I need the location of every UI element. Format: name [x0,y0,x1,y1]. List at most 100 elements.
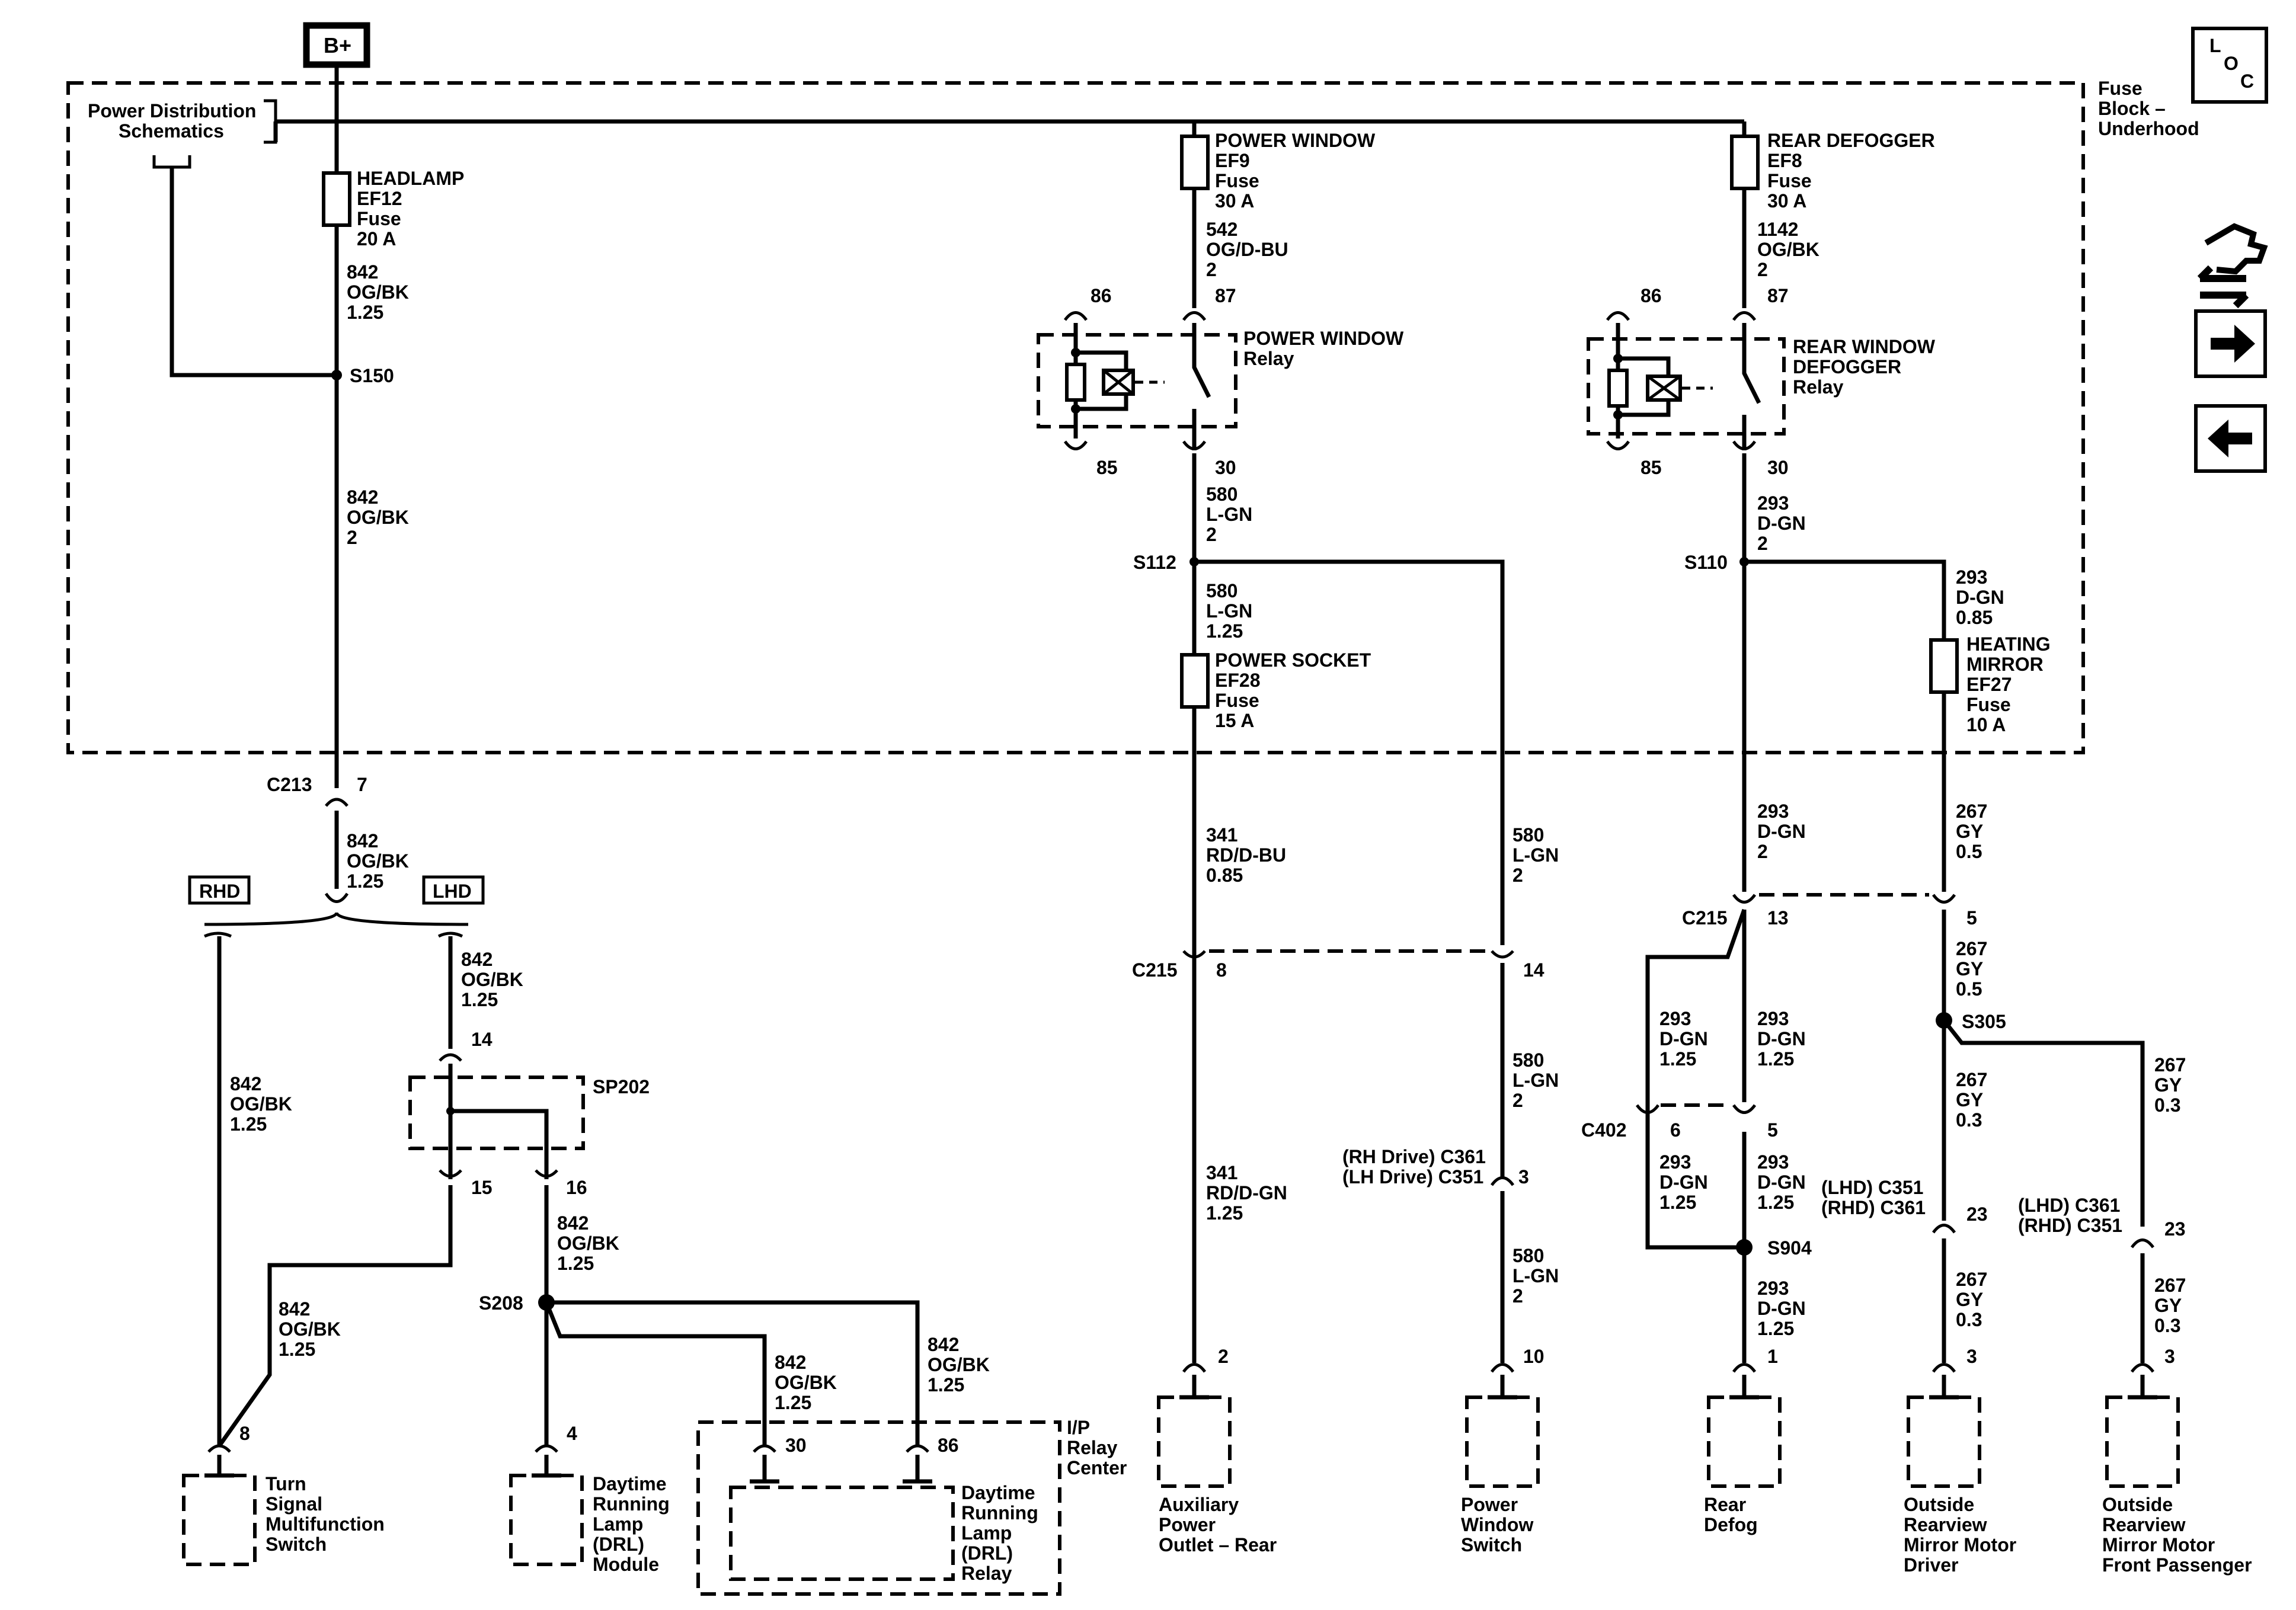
component-mirror-motor-driver: 3 Outside Rearview Mirror Motor Driver [1904,1346,2016,1576]
svg-text:542: 542 [1206,219,1237,240]
svg-text:D-GN: D-GN [1757,821,1806,842]
svg-text:D-GN: D-GN [1757,1172,1806,1193]
svg-text:1.25: 1.25 [928,1374,964,1395]
harness-lhd-tag: LHD [422,875,485,905]
svg-text:Driver: Driver [1904,1554,1959,1576]
svg-text:D-GN: D-GN [1757,1028,1806,1049]
svg-text:Fuse: Fuse [1215,690,1259,711]
svg-text:Window: Window [1461,1514,1533,1535]
svg-text:SP202: SP202 [593,1076,650,1097]
svg-text:Mirror Motor: Mirror Motor [1904,1534,2016,1555]
next-page-button[interactable] [2194,309,2267,378]
svg-text:3: 3 [2164,1346,2175,1367]
svg-text:15 A: 15 A [1215,710,1254,731]
svg-text:EF12: EF12 [357,188,402,209]
svg-text:C215: C215 [1132,959,1178,981]
svg-text:1.25: 1.25 [1757,1048,1794,1070]
svg-text:1.25: 1.25 [347,870,383,892]
svg-text:Signal: Signal [266,1493,322,1515]
svg-text:20 A: 20 A [357,228,396,249]
svg-text:2: 2 [1512,865,1523,886]
svg-text:4: 4 [567,1423,577,1444]
svg-text:86: 86 [1641,285,1662,306]
loc-button[interactable]: L O C [2191,27,2268,104]
svg-text:341: 341 [1206,1162,1237,1183]
svg-text:OG/BK: OG/BK [775,1372,837,1393]
svg-text:OG/BK: OG/BK [928,1354,990,1375]
svg-text:I/P: I/P [1067,1417,1090,1438]
svg-text:Power: Power [1159,1514,1216,1535]
svg-text:Auxiliary: Auxiliary [1159,1494,1239,1515]
loc-letter-c: C [2240,71,2254,92]
svg-text:L-GN: L-GN [1512,844,1559,866]
svg-text:EF28: EF28 [1215,670,1260,691]
svg-text:Switch: Switch [1461,1534,1522,1555]
fuse-block-label: Fuse Block – Underhood [2098,78,2199,139]
svg-text:D-GN: D-GN [1659,1172,1708,1193]
fuse-ef8-label: REAR DEFOGGER EF8 Fuse 30 A [1767,130,1935,212]
svg-text:86: 86 [938,1435,959,1456]
svg-text:D-GN: D-GN [1757,1298,1806,1319]
svg-text:293: 293 [1757,1278,1789,1299]
connector-pw-switch: (RH Drive) C361 (LH Drive) C351 3 [1342,1146,1529,1363]
previous-page-button[interactable] [2194,404,2267,473]
svg-text:0.5: 0.5 [1956,841,1982,862]
wire-293-label: 293 D-GN 1.25 [1757,1278,1806,1339]
svg-text:1.25: 1.25 [775,1392,811,1413]
svg-text:Fuse: Fuse [2098,78,2142,99]
svg-text:D-GN: D-GN [1659,1028,1708,1049]
svg-text:C402: C402 [1581,1119,1627,1141]
wire-267-label: 267 GY 0.3 [2154,1275,2186,1336]
wire-842-label: 842 OG/BK 2 [347,486,409,548]
svg-text:D-GN: D-GN [1956,587,2004,608]
svg-text:Daytime: Daytime [593,1473,667,1494]
svg-text:0.3: 0.3 [1956,1309,1982,1330]
svg-text:GY: GY [2154,1295,2182,1316]
component-drl-module: 4 Daytime Running Lamp (DRL) Module [509,1423,670,1575]
svg-text:842: 842 [557,1212,589,1234]
svg-text:Front Passenger: Front Passenger [2102,1554,2252,1576]
svg-text:Multifunction: Multifunction [266,1513,385,1535]
svg-text:OG/BK: OG/BK [461,969,523,990]
svg-text:(LHD) C361: (LHD) C361 [2018,1195,2120,1216]
svg-text:Lamp: Lamp [593,1513,643,1535]
power-distribution-link[interactable]: Power Distribution Schematics [88,99,277,144]
svg-text:Switch: Switch [266,1534,327,1555]
svg-text:14: 14 [1523,959,1544,981]
svg-text:(LH Drive) C351: (LH Drive) C351 [1342,1166,1483,1188]
svg-text:OG/D-BU: OG/D-BU [1206,239,1288,260]
arrow-right-icon [2211,325,2255,363]
svg-text:13: 13 [1767,907,1789,929]
svg-text:293: 293 [1757,1008,1789,1029]
svg-text:Outside: Outside [2102,1494,2173,1515]
svg-text:Fuse: Fuse [1767,170,1812,191]
wire-293-label: 293 D-GN 1.25 [1757,1151,1806,1213]
svg-text:L-GN: L-GN [1206,504,1252,525]
wire-580-label: 580 L-GN 2 [1512,1049,1559,1111]
svg-text:(LHD) C351: (LHD) C351 [1821,1177,1923,1198]
svg-text:580: 580 [1206,580,1237,601]
svg-text:23: 23 [2164,1218,2186,1240]
svg-text:POWER WINDOW: POWER WINDOW [1243,328,1404,349]
connector-mirror-driver: (LHD) C351 (RHD) C361 23 [1821,1177,1988,1363]
svg-text:Relay: Relay [1067,1437,1118,1458]
connector-c213: C213 7 [267,774,367,889]
svg-text:267: 267 [1956,1269,1987,1290]
svg-text:Block –: Block – [2098,98,2166,119]
wire-293-label: 293 D-GN 1.25 [1757,1008,1806,1070]
splice-s110-label: S110 [1684,552,1728,573]
svg-text:0.5: 0.5 [1956,978,1982,1000]
svg-text:EF9: EF9 [1215,150,1250,171]
svg-text:580: 580 [1512,1245,1544,1266]
svg-text:Center: Center [1067,1457,1127,1478]
wiring-tools-icon[interactable] [2197,223,2268,309]
svg-text:Running: Running [961,1502,1038,1523]
svg-text:Fuse: Fuse [1215,170,1259,191]
component-turn-signal-switch: 8 Turn Signal Multifunction Switch [182,1423,385,1566]
svg-text:DEFOGGER: DEFOGGER [1793,356,1901,377]
svg-text:3: 3 [1518,1166,1529,1188]
svg-text:B+: B+ [324,33,351,57]
svg-text:1.25: 1.25 [1206,620,1243,642]
svg-text:Mirror Motor: Mirror Motor [2102,1534,2215,1555]
svg-text:293: 293 [1757,1151,1789,1173]
